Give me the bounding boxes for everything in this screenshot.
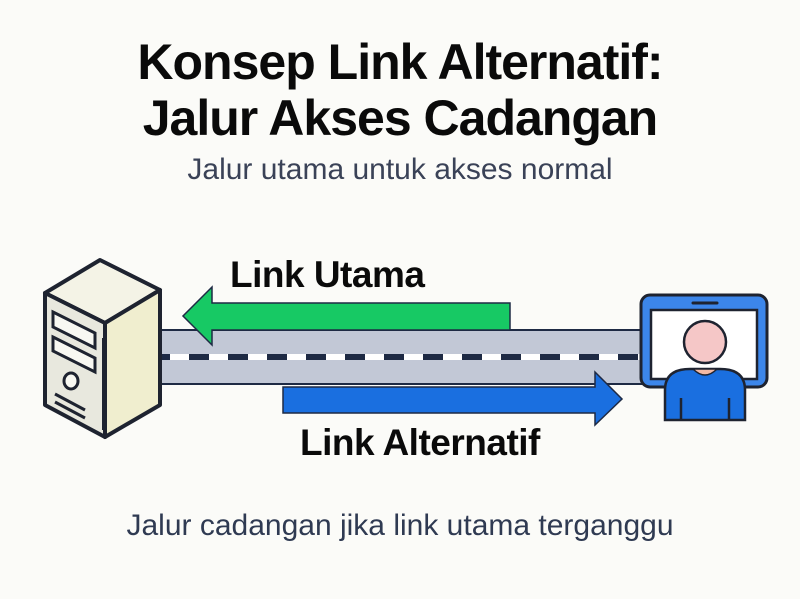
connection-road bbox=[149, 329, 646, 385]
link-alternate-label: Link Alternatif bbox=[300, 422, 540, 463]
link-main-arrow-icon bbox=[181, 285, 511, 347]
link-alternate-arrow-icon bbox=[282, 370, 624, 427]
caption: Jalur cadangan jika link utama terganggu bbox=[126, 509, 674, 542]
title-line-2: Jalur Akses Cadangan bbox=[142, 90, 658, 146]
link-main-label: Link Utama bbox=[230, 254, 425, 295]
page-title: Konsep Link Alternatif: Jalur Akses Cada… bbox=[0, 34, 800, 146]
subtitle: Jalur utama untuk akses normal bbox=[187, 153, 613, 186]
user-at-monitor-icon bbox=[639, 293, 769, 422]
title-line-1: Konsep Link Alternatif: bbox=[137, 34, 663, 90]
server-icon bbox=[43, 258, 162, 439]
